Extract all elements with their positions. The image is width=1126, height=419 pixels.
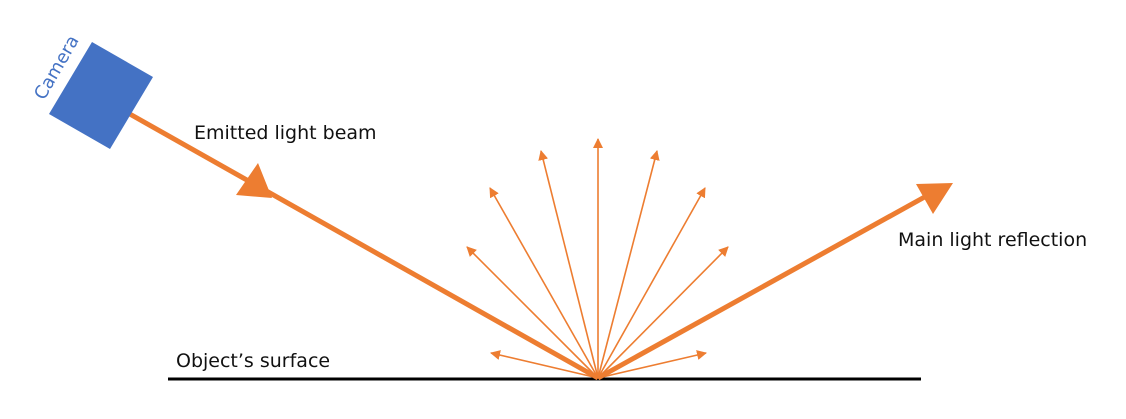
scatter-ray (490, 350, 599, 379)
emitted-beam-arrowhead (236, 163, 272, 198)
scattered-rays (466, 138, 729, 379)
scatter-ray (538, 150, 599, 379)
camera-box (49, 42, 153, 149)
scatter-ray (597, 350, 707, 379)
surface-label: Object’s surface (176, 350, 330, 372)
emitted-beam-label: Emitted light beam (194, 122, 377, 144)
main-reflection-beam (596, 191, 932, 381)
main-reflection-label: Main light reflection (898, 229, 1087, 251)
emitted-beam (126, 110, 600, 381)
main-reflection-arrowhead (916, 183, 953, 214)
scatter-ray (597, 246, 729, 379)
scatter-ray (489, 187, 599, 379)
scatter-ray (466, 246, 599, 379)
scatter-ray (597, 187, 706, 379)
scatter-ray (597, 150, 660, 379)
